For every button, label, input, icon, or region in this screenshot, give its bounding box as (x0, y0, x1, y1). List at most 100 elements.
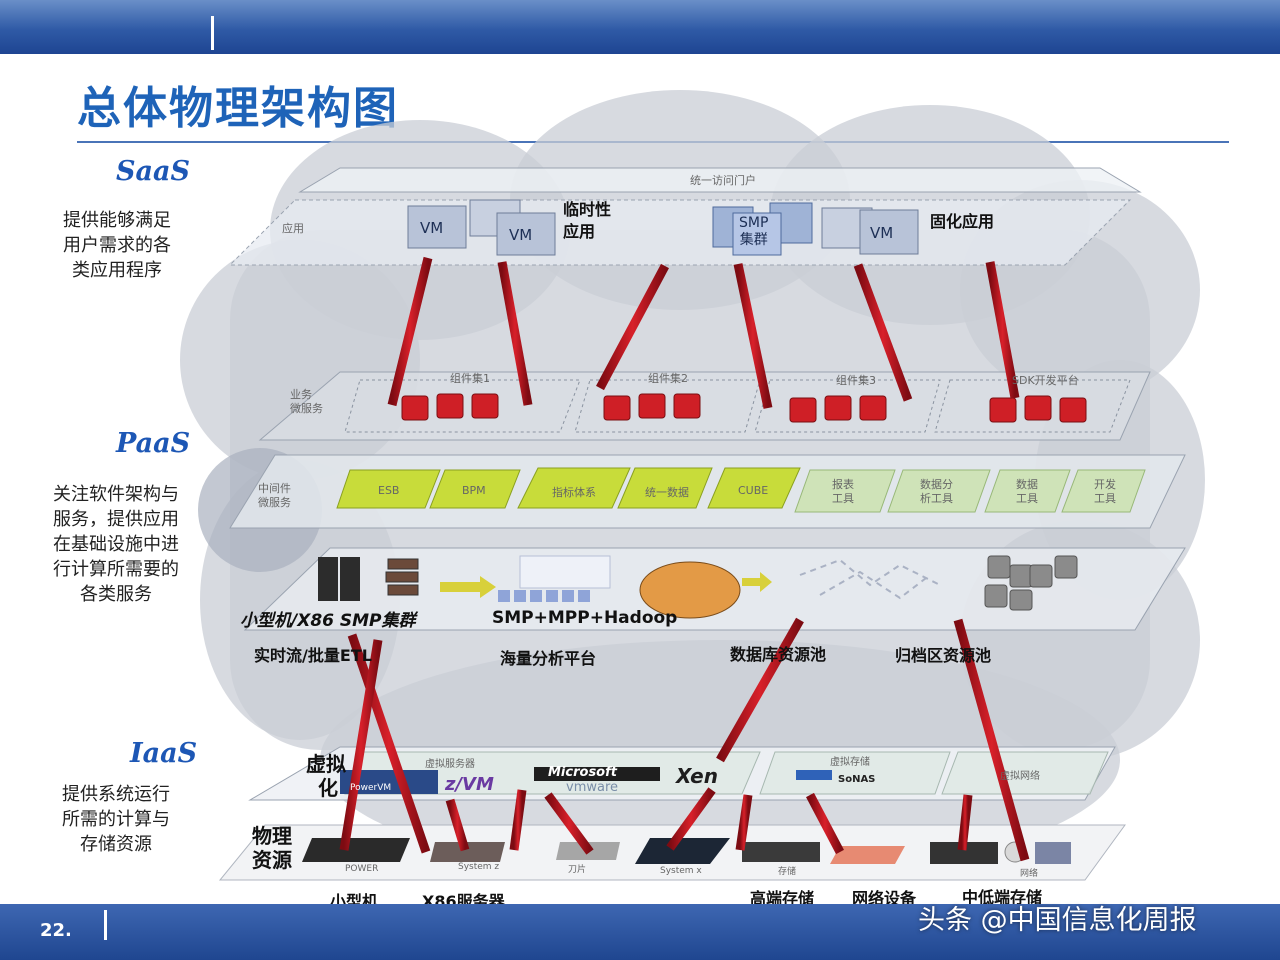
module-esb: ESB (378, 484, 400, 497)
storage-array (742, 842, 820, 862)
desc-line: 各类服务 (80, 584, 152, 605)
paas-layer-desc: 关注软件架构与 服务，提供应用 在基础设施中进 行计算所需要的 各类服务 (36, 482, 196, 607)
physical-label: 物理 资源 (252, 824, 292, 872)
desc-line: 关注软件架构与 (53, 484, 179, 505)
physical-plane (218, 824, 1126, 881)
caption-network: 网络设备 (852, 889, 917, 908)
cluster-label: 小型机/X86 SMP集群 (240, 611, 416, 631)
vm-box-3 (859, 209, 919, 255)
mid-storage (930, 842, 998, 864)
label-line: 微服务 (258, 496, 291, 509)
platform-label: SMP+MPP+Hadoop (492, 608, 678, 628)
blade-label: 刀片 (568, 865, 587, 875)
smp-cluster-label: SMP 集群 (739, 215, 768, 249)
caption-db-pool: 数据库资源池 (730, 645, 827, 664)
desc-line: 类应用程序 (72, 260, 162, 281)
smp-line: SMP (739, 215, 769, 231)
component-set-label: 组件集3 (836, 374, 876, 387)
smp-line: 集群 (739, 232, 768, 248)
module-metrics: 指标体系 (552, 486, 596, 499)
module-unified-data: 统一数据 (645, 486, 689, 499)
virtualization-plane (248, 746, 1116, 801)
hadoop-logo (639, 561, 741, 619)
component-set-label: 组件集1 (450, 372, 490, 385)
tool-report: 报表 工具 (832, 478, 854, 505)
label-line: 虚拟 (306, 752, 346, 776)
mpp-nodes (498, 590, 590, 602)
label-line: 应用 (563, 222, 596, 241)
virtualization-label: 虚拟 化 (306, 752, 346, 800)
desc-line: 所需的计算与 (62, 809, 170, 830)
vmware-text: vmware (566, 780, 619, 795)
iaas-layer-desc: 提供系统运行 所需的计算与 存储资源 (48, 782, 184, 857)
archive-disks (984, 555, 1078, 611)
label-line: 业务 (290, 388, 312, 401)
middleware-modules (336, 467, 801, 509)
zvm-text: z/VM (445, 774, 494, 795)
slide-title: 总体物理架构图 (77, 83, 399, 134)
footer-divider (104, 910, 107, 940)
smp-cluster-box (732, 212, 782, 256)
resource-pool-sketch (799, 558, 941, 600)
caption-archive-pool: 归档区资源池 (895, 646, 992, 665)
xen-text: Xen (676, 764, 718, 788)
virtual-server-label: 虚拟服务器 (425, 759, 475, 770)
component-set-label: 组件集2 (648, 372, 688, 385)
data-plane (243, 547, 1186, 631)
desc-line: 提供系统运行 (62, 784, 170, 805)
desc-line: 行计算所需要的 (53, 559, 179, 580)
component-set-label: SDK开发平台 (1012, 374, 1079, 387)
tool-data: 数据 工具 (1016, 478, 1038, 505)
vm-label: VM (509, 226, 533, 244)
watermark-text: 头条 @中国信息化周报 (918, 905, 1197, 936)
virtual-network-label: 虚拟网络 (1000, 771, 1040, 782)
header-divider (211, 16, 214, 50)
network-label: 网络 (1020, 869, 1039, 879)
power-label: POWER (345, 864, 379, 874)
caption-high-storage: 高端存储 (750, 889, 815, 908)
module-bpm: BPM (462, 484, 486, 497)
tool-modules (794, 469, 1146, 513)
vm-label: VM (420, 219, 444, 237)
systemx-label: System x (660, 866, 702, 876)
server-racks (318, 557, 360, 601)
saas-layer-desc: 提供能够满足 用户需求的各 类应用程序 (52, 208, 182, 283)
component-plane (258, 371, 1151, 441)
desc-line: 用户需求的各 (63, 235, 171, 256)
sonas-logo (796, 770, 832, 780)
saas-layer-name: SaaS (116, 156, 190, 187)
x86-servers (385, 558, 419, 596)
systemz-label: System z (458, 862, 500, 872)
connectors (339, 256, 1030, 862)
caption-analysis: 海量分析平台 (500, 649, 597, 668)
desc-line: 存储资源 (80, 834, 152, 855)
temporary-apps-label: 临时性 应用 (563, 199, 611, 243)
vm-label: VM (870, 224, 894, 242)
microsoft-logo (534, 767, 660, 781)
middleware-label: 中间件 微服务 (258, 482, 291, 510)
module-cube: CUBE (738, 484, 769, 497)
label-line: 微服务 (290, 402, 323, 415)
virtual-storage-label: 虚拟存储 (830, 757, 870, 768)
saas-plane (228, 167, 1142, 266)
caption-low-storage: 中低端存储 (962, 888, 1043, 907)
vm-box-1 (407, 205, 467, 249)
business-microservice-label: 业务 微服务 (290, 388, 323, 416)
desc-line: 在基础设施中进 (53, 534, 179, 555)
middleware-plane (229, 454, 1186, 529)
fixed-apps-label: 固化应用 (930, 212, 995, 231)
desc-line: 服务，提供应用 (53, 509, 179, 530)
microsoft-text: Microsoft (548, 765, 617, 780)
tool-analysis: 数据分 析工具 (920, 478, 953, 505)
component-cubes (401, 393, 1087, 423)
page-number: 22. (40, 920, 72, 941)
vm-box-2 (496, 212, 556, 256)
label-line: 临时性 (563, 200, 612, 219)
tool-dev: 开发 工具 (1094, 478, 1116, 505)
label-line: 物理 (252, 824, 292, 848)
portal-label: 统一访问门户 (690, 174, 756, 187)
app-label: 应用 (282, 222, 304, 235)
label-line: 资源 (252, 848, 292, 872)
powervm-text: PowerVM (350, 783, 392, 793)
